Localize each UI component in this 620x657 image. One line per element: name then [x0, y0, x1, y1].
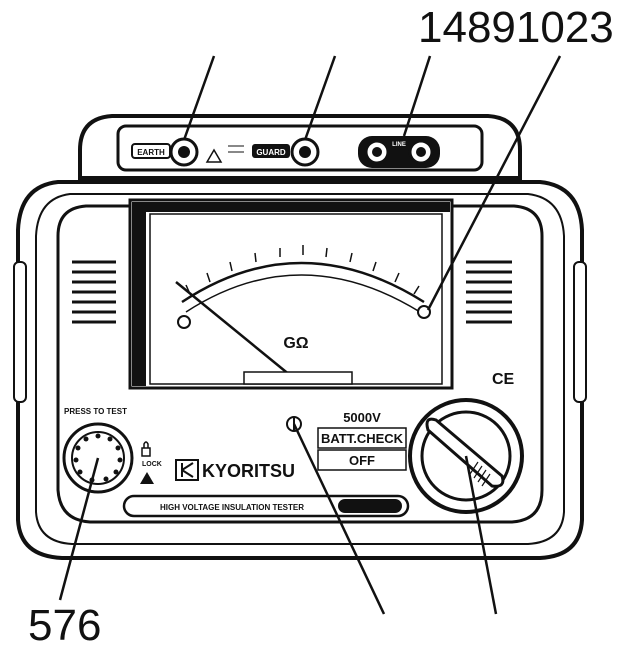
lock-label: LOCK	[142, 461, 162, 468]
warning-icon	[205, 148, 223, 163]
meter-base-bump	[243, 371, 353, 385]
earth-terminal[interactable]: EARTH	[131, 137, 199, 167]
earth-terminal-label: EARTH	[137, 148, 165, 157]
line-terminal-label: LINE	[392, 142, 406, 148]
callout-label-bottom-left: 576	[28, 601, 102, 650]
product-strip	[122, 494, 410, 518]
meter-screw-right	[417, 305, 431, 319]
brand-name: KYORITSU	[202, 461, 295, 481]
guard-terminal-label: GUARD	[256, 148, 286, 157]
dial-position-batt-check: BATT.CHECK	[321, 431, 404, 446]
test-button[interactable]	[62, 422, 134, 494]
meter-needle	[175, 281, 297, 381]
meter-scale-arc-inner	[185, 274, 421, 313]
meter-unit: GΩ	[283, 335, 308, 352]
right-grip	[573, 261, 587, 403]
meter-scale-arc	[181, 261, 425, 304]
leader-lines	[58, 55, 562, 615]
meter-screw-left	[177, 315, 191, 329]
left-vent	[72, 260, 116, 324]
meter-ticks	[185, 245, 420, 295]
left-grip	[13, 261, 27, 403]
dial-position-5000v: 5000V	[343, 410, 381, 425]
right-vent	[466, 260, 512, 324]
brand-logo-mark	[181, 462, 194, 478]
dial-position-batt-box	[317, 427, 407, 449]
product-line: HIGH VOLTAGE INSULATION TESTER	[160, 503, 304, 512]
dial-position-off: OFF	[349, 453, 375, 468]
brand-logo-box	[175, 459, 199, 481]
line-terminal[interactable]: LINE	[358, 136, 440, 168]
warning-icon-lower	[140, 472, 154, 484]
meter-window-shadow	[132, 202, 146, 386]
dial-position-off-box	[317, 449, 407, 471]
model-badge	[338, 499, 402, 513]
ce-mark: CE	[492, 371, 515, 388]
lock-icon	[141, 441, 151, 457]
callout-label-top-right: 14891023	[418, 3, 614, 52]
press-to-test-label: PRESS TO TEST	[64, 407, 127, 416]
meter-window-shadow-top	[132, 202, 450, 212]
